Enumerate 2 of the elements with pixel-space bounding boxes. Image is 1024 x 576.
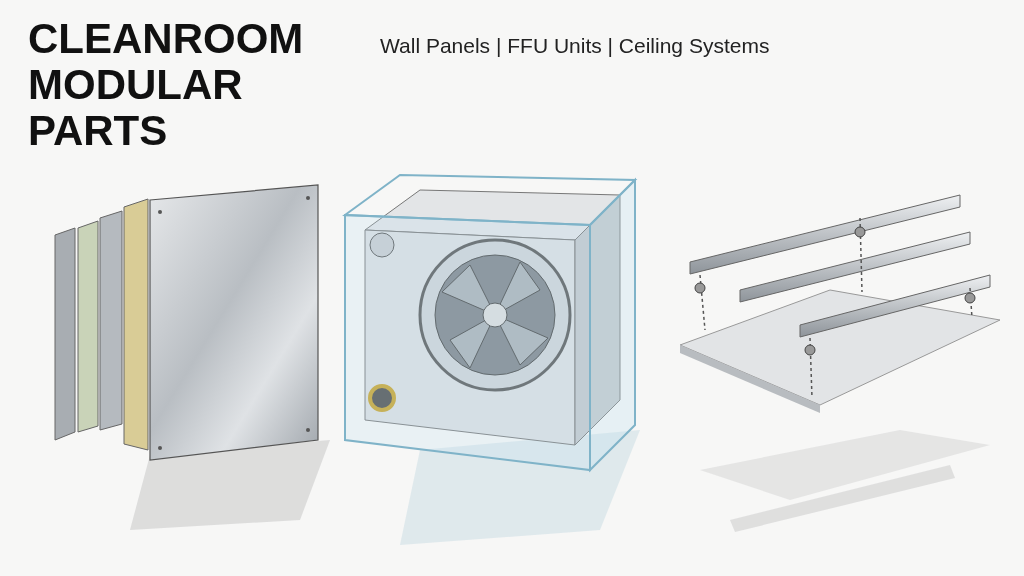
subtitle: Wall Panels | FFU Units | Ceiling Systems bbox=[380, 34, 770, 58]
title: CLEANROOM MODULAR PARTS bbox=[28, 16, 305, 154]
